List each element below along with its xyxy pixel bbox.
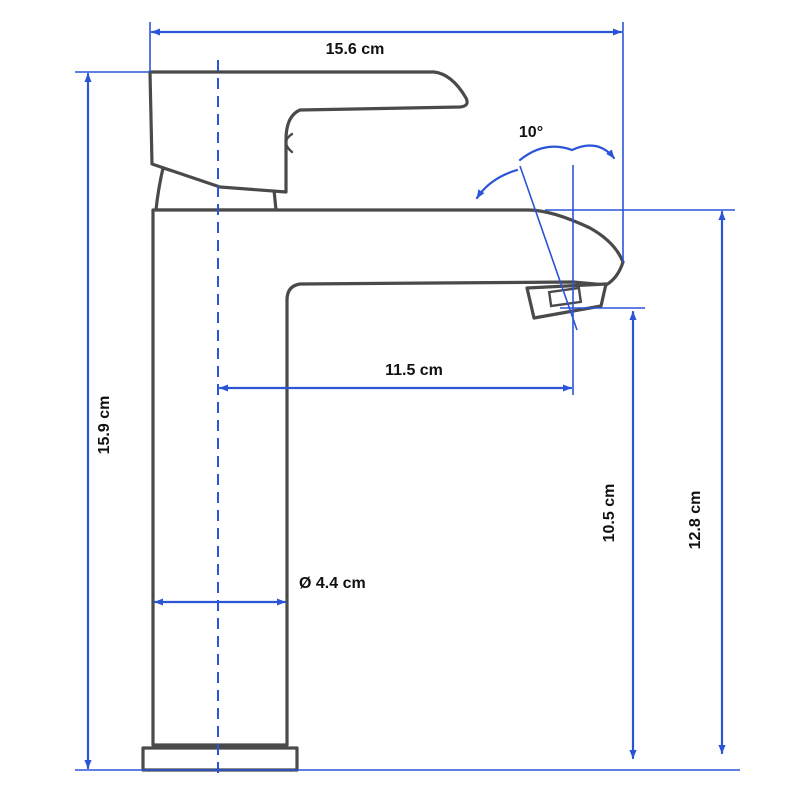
overall-height-dimension <box>75 71 740 771</box>
handle-neck <box>154 166 278 212</box>
outlet-height-dimension <box>560 307 645 760</box>
spout-reach-label: 11.5 cm <box>385 362 443 379</box>
spout-reach-dimension <box>218 165 574 395</box>
faucet-outline <box>141 70 625 772</box>
outlet-height-label: 10.5 cm <box>601 484 618 543</box>
faucet-body <box>151 208 625 747</box>
spout-top-height-label: 12.8 cm <box>687 491 704 550</box>
aerator-tip <box>547 286 583 308</box>
body-diameter-label: Ø 4.4 cm <box>299 575 366 592</box>
spout-angle-label: 10° <box>519 124 543 141</box>
faucet-handle <box>148 70 469 194</box>
overall-height-label: 15.9 cm <box>96 396 113 455</box>
spout-angle-indicator <box>475 144 616 331</box>
overall-width-label: 15.6 cm <box>326 41 385 58</box>
handle-screw <box>284 132 294 154</box>
overall-width-dimension <box>149 22 624 262</box>
faucet-base <box>141 746 299 772</box>
spout-top-height-dimension <box>545 209 735 755</box>
